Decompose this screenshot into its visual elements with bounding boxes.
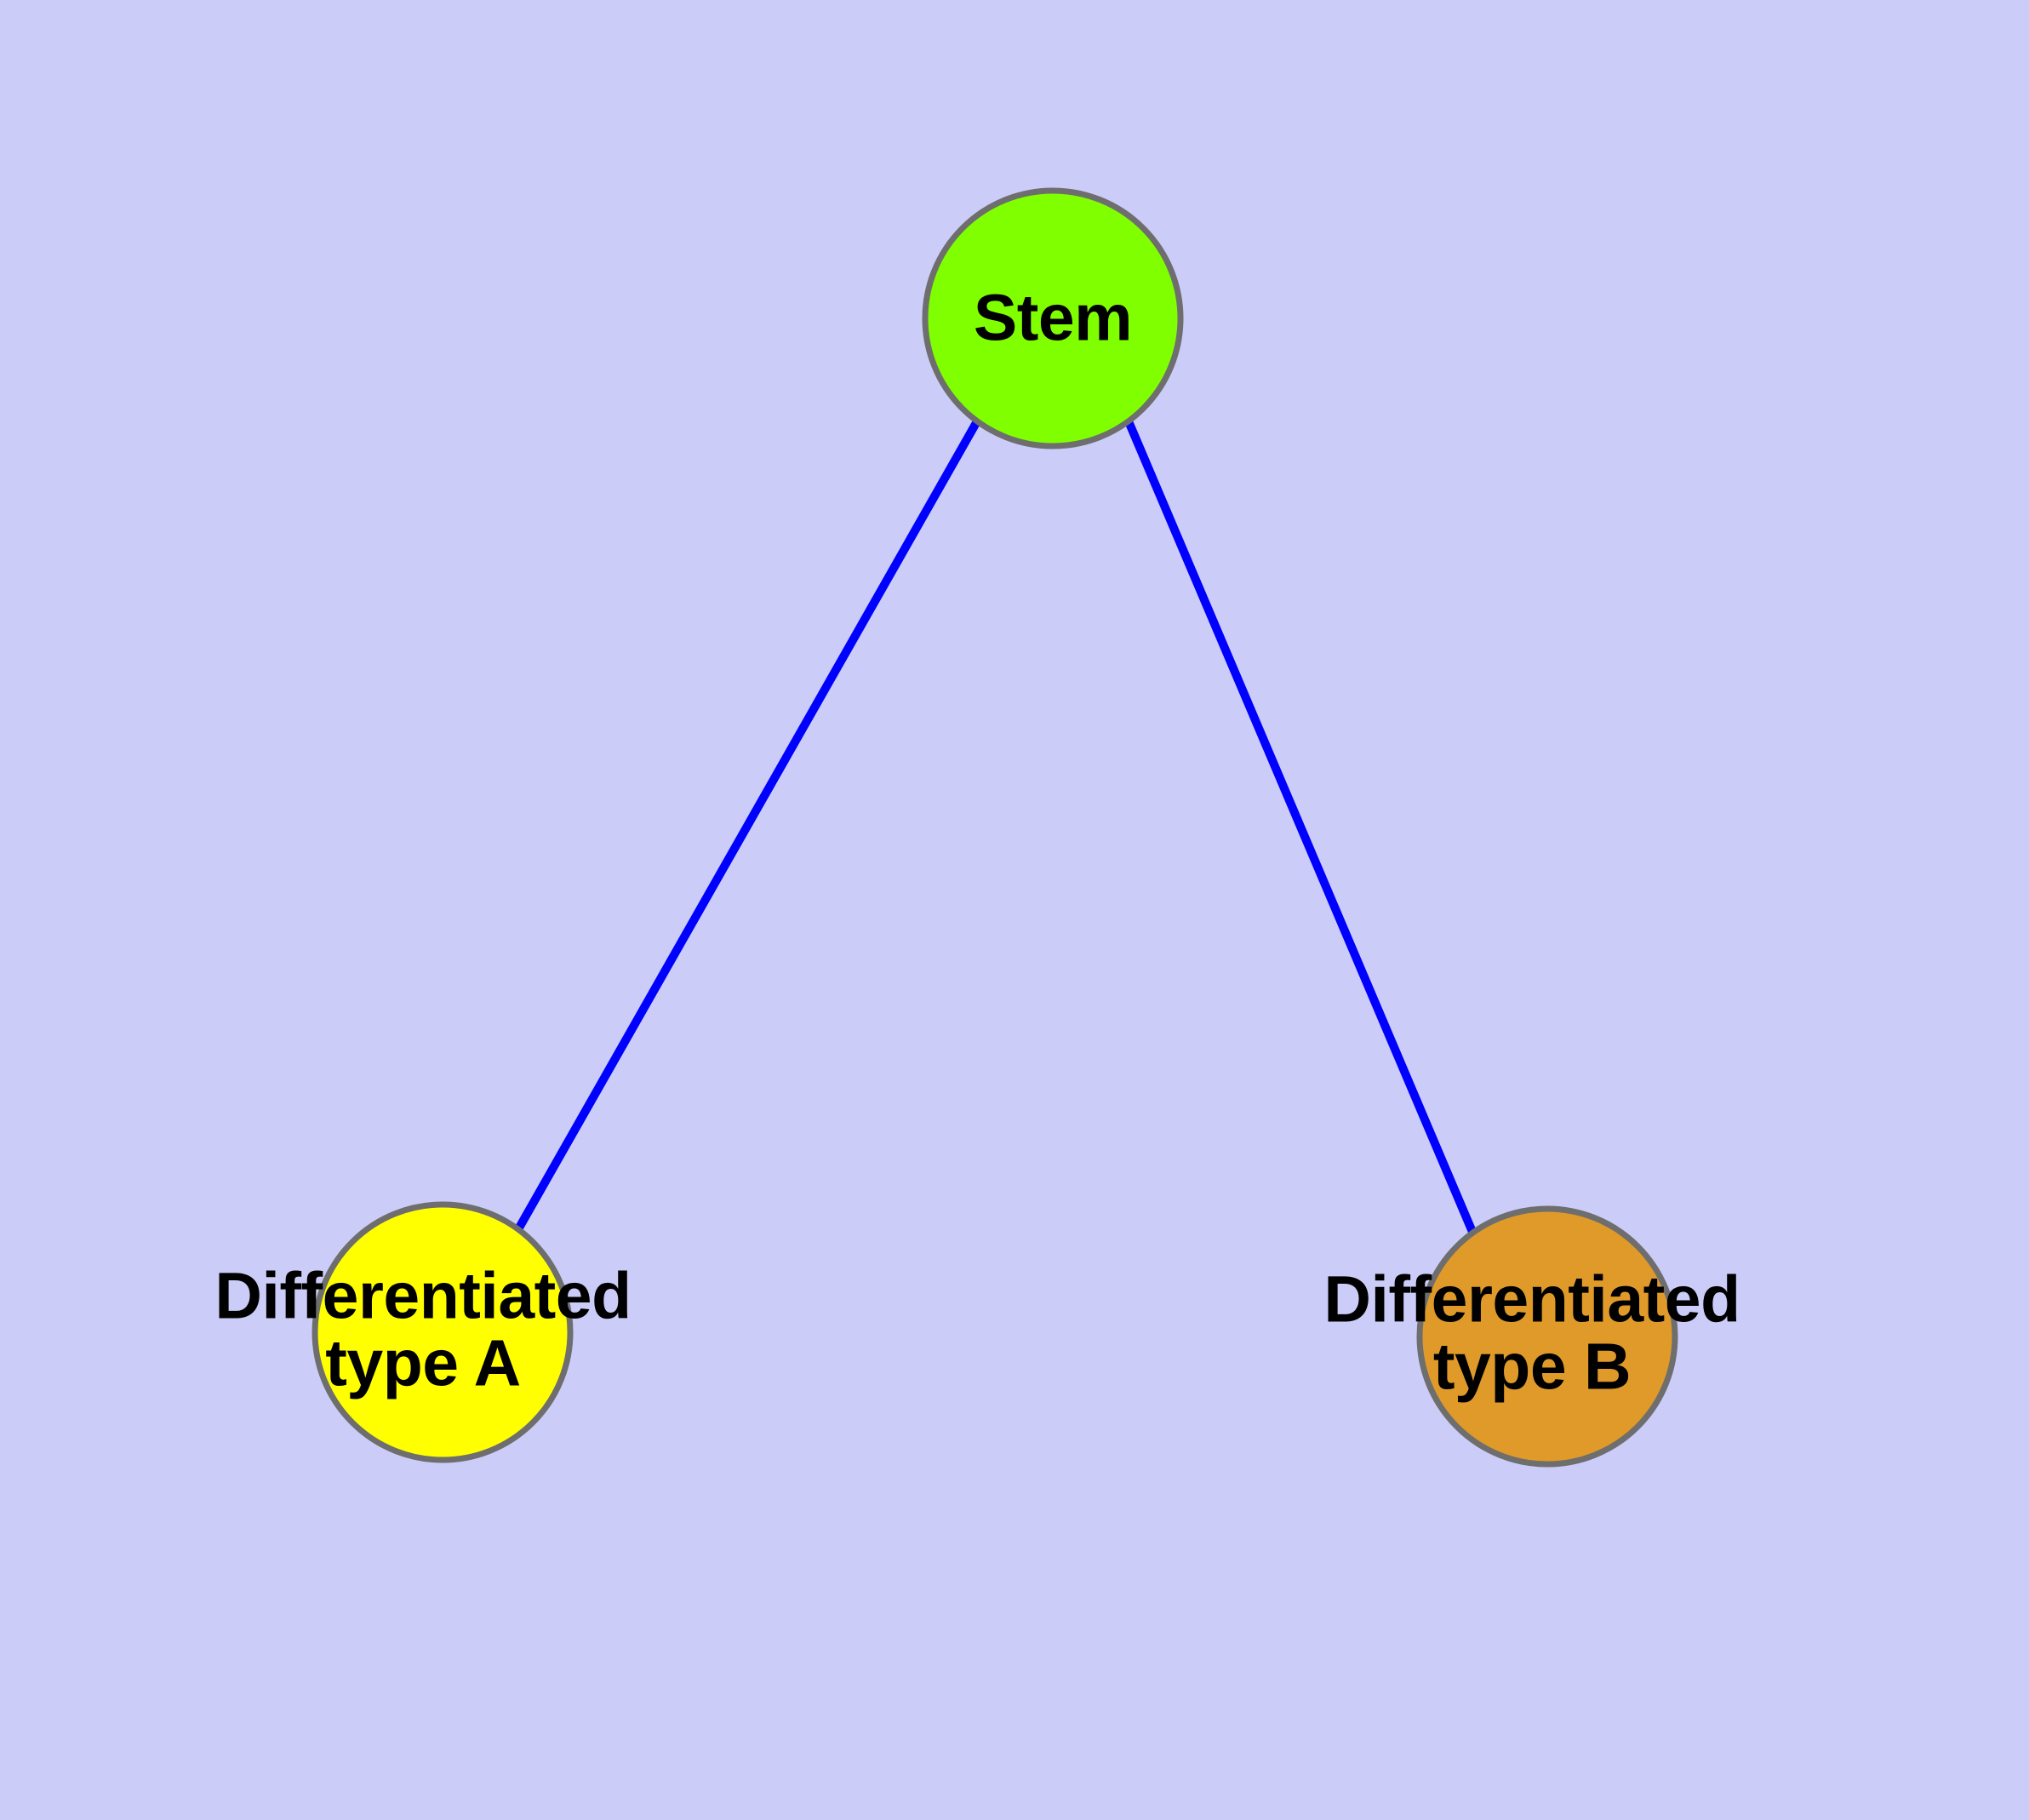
edge-stem-to-type-b	[1124, 420, 1477, 1233]
node-type-a[interactable]	[311, 1201, 574, 1463]
node-stem[interactable]	[922, 187, 1184, 449]
edge-stem-to-type-a	[514, 419, 981, 1232]
node-type-b[interactable]	[1416, 1205, 1678, 1468]
